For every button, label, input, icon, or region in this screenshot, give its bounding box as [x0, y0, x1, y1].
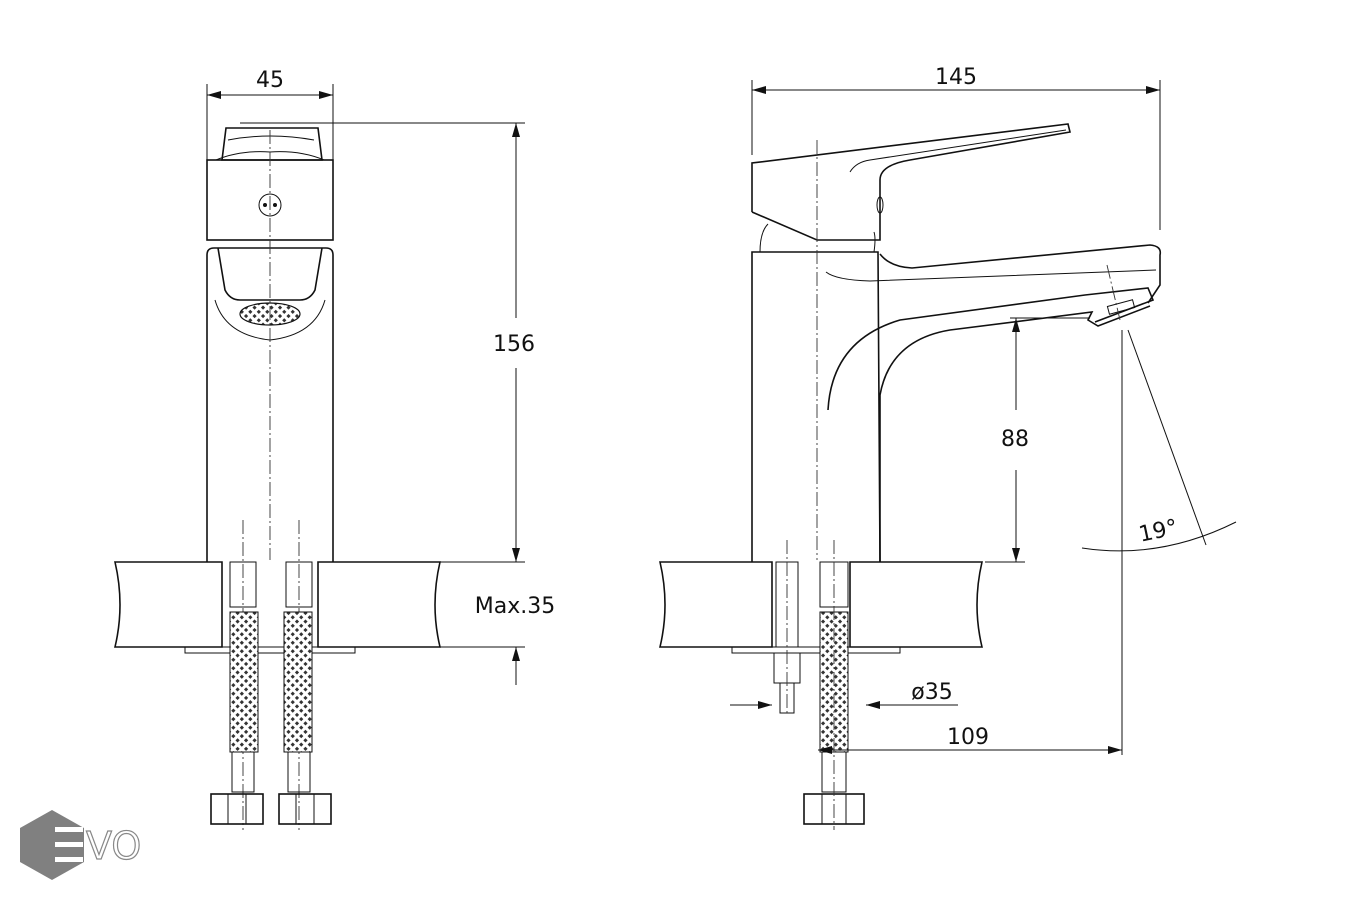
width-dimension-label: 45: [256, 68, 284, 93]
counter-section-front: [113, 561, 442, 654]
reach-label: 109: [947, 725, 989, 750]
front-dimensions: [206, 84, 525, 685]
logo-text: VO: [86, 824, 141, 868]
supply-hoses-front: [210, 561, 332, 825]
angle-label: 19°: [1137, 515, 1180, 548]
side-view: 145 88 19° ø35 109: [658, 65, 1237, 830]
side-dimensions: [730, 80, 1237, 755]
faucet-body-side: [751, 123, 1162, 563]
counter-section-side: [658, 561, 984, 654]
spout-clearance-label: 88: [1001, 427, 1029, 452]
front-view: 45 156 Max.35: [113, 68, 555, 830]
supply-parts-side: [773, 540, 865, 830]
evo-logo: VO: [20, 810, 142, 880]
faucet-body-front: [206, 127, 334, 830]
hole-diameter-label: ø35: [911, 680, 952, 705]
counter-thickness-label: Max.35: [475, 594, 555, 619]
height-dimension-label: 156: [493, 332, 535, 357]
length-dimension-label: 145: [935, 65, 977, 90]
